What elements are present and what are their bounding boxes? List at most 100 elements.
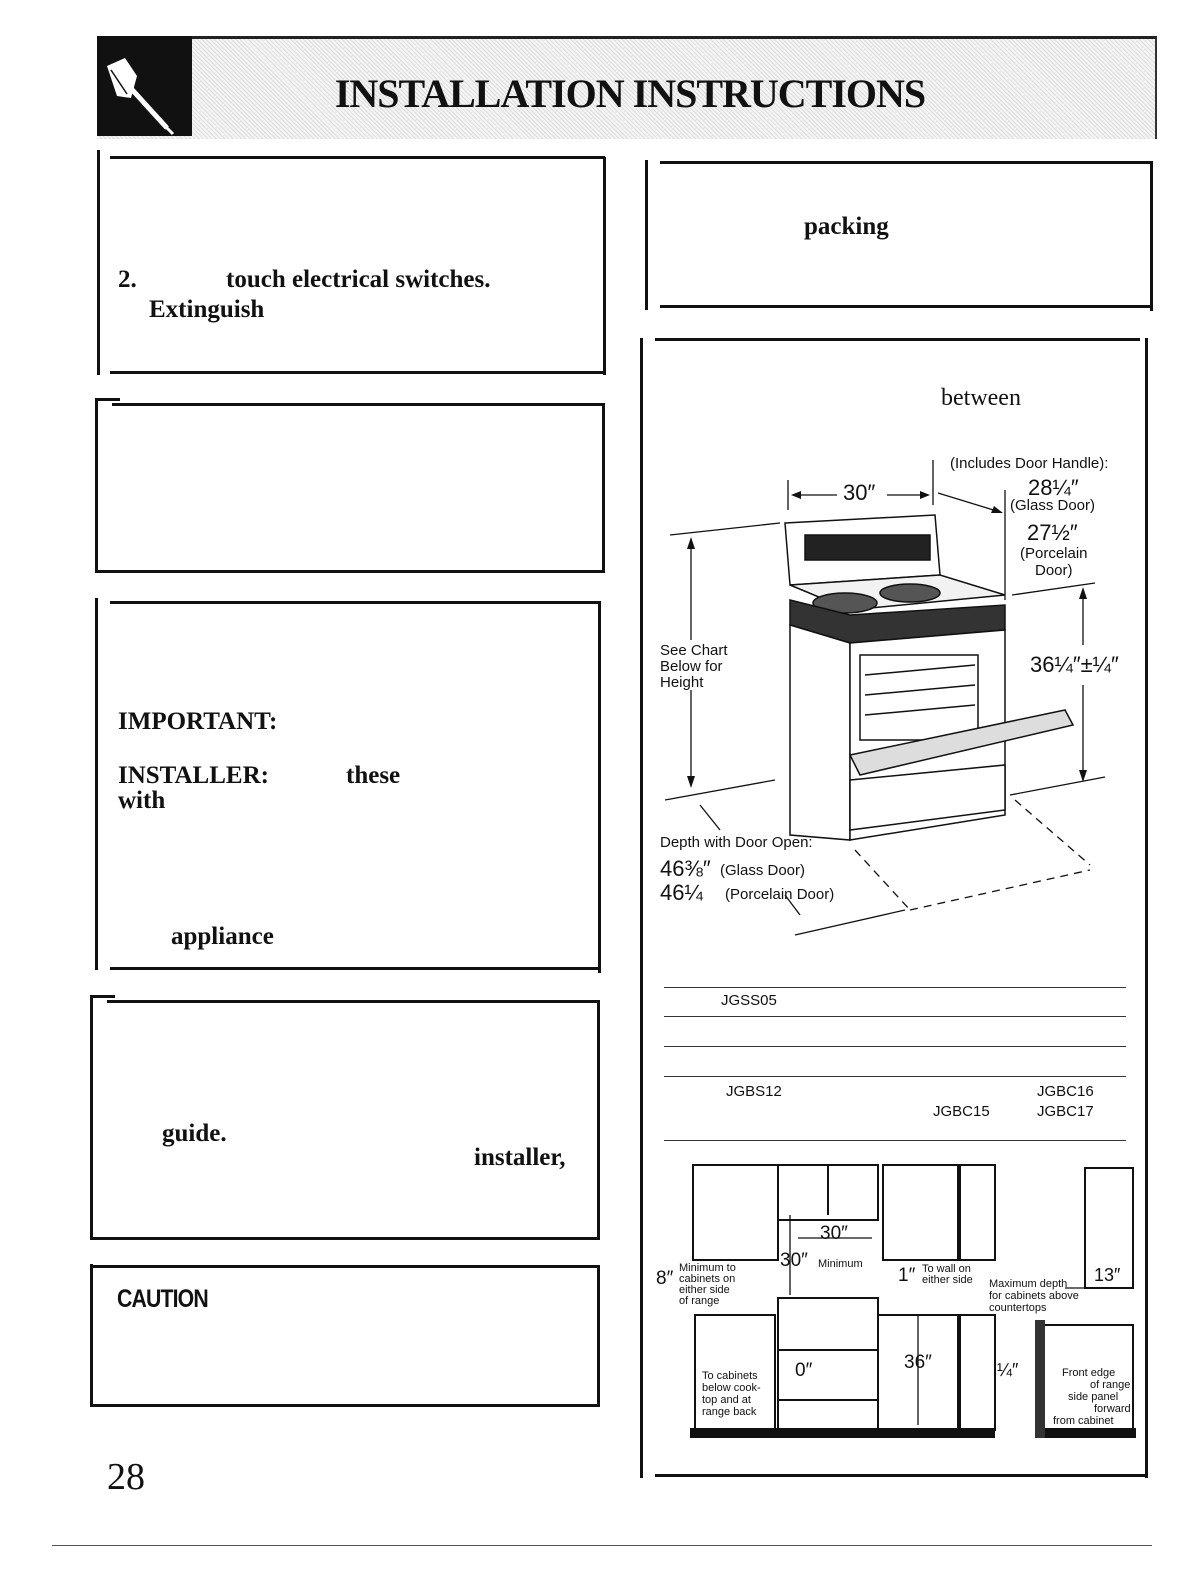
box3-top-border xyxy=(110,601,600,604)
wall-label-2: either side xyxy=(922,1274,973,1286)
cabinet-clearance-diagram xyxy=(690,1164,1136,1438)
chart-model-jgss05: JGSS05 xyxy=(721,992,777,1009)
header-banner xyxy=(97,36,1157,139)
zero-clearance-value: 0″ xyxy=(795,1360,813,1381)
quarter-inch-value: ¼″ xyxy=(997,1360,1019,1380)
rbox1-left-border xyxy=(645,160,648,310)
chart-rule-4 xyxy=(664,1076,1126,1077)
caution-box-right-border xyxy=(597,1265,600,1407)
porcelain-label-1: (Porcelain xyxy=(1020,545,1088,562)
glass-door-label: (Glass Door) xyxy=(1010,497,1096,514)
chart-rule-2 xyxy=(664,1016,1126,1017)
box4-right-border xyxy=(597,1000,600,1240)
guide-word: guide. xyxy=(162,1120,227,1147)
porcelain-label-2: Door) xyxy=(1035,562,1073,579)
wall-gap-value: 1″ xyxy=(898,1265,916,1286)
these-word: these xyxy=(346,762,401,789)
box3-bottom-border xyxy=(110,967,600,970)
clearance-min-height: 30″ xyxy=(780,1250,808,1271)
chart-rule-3 xyxy=(664,1046,1126,1047)
side-panel xyxy=(1035,1320,1045,1438)
box3-right-border xyxy=(598,601,601,973)
max-depth-label-1: Maximum depth xyxy=(989,1278,1068,1290)
floor-base xyxy=(690,1428,995,1438)
box4-left-border xyxy=(90,995,93,1240)
box3-left-border xyxy=(95,598,98,970)
range-height-value: 36¼″±¼″ xyxy=(1030,652,1119,677)
depth-porcelain-value: 27½″ xyxy=(1027,520,1078,545)
rbox2-left-border xyxy=(640,338,643,1478)
rbox1-bottom-border xyxy=(660,305,1150,308)
front-edge-label-5: from cabinet xyxy=(1053,1415,1114,1427)
caution-box-top-border xyxy=(90,1265,600,1268)
box1-step-number: 2. xyxy=(118,266,137,293)
between-word: between xyxy=(941,385,1021,411)
installer-label: INSTALLER: xyxy=(118,762,269,789)
see-chart-3: Height xyxy=(660,674,704,691)
side-min-label-1: Minimum to xyxy=(679,1262,736,1274)
zero-label-3: top and at xyxy=(702,1394,751,1406)
side-min-label-3: either side xyxy=(679,1284,730,1296)
range-width-value: 30″ xyxy=(843,480,876,505)
see-chart-1: See Chart xyxy=(660,642,728,659)
appliance-word: appliance xyxy=(171,923,274,950)
hand-screwdriver-icon xyxy=(97,36,192,136)
chart-model-jgbc16: JGBC16 xyxy=(1037,1083,1094,1100)
zero-label-2: below cook- xyxy=(702,1382,761,1394)
arrowheads xyxy=(687,491,1087,788)
important-label: IMPORTANT: xyxy=(118,708,278,735)
box4-top-corner xyxy=(90,995,115,998)
caution-heading: CAUTION xyxy=(117,1285,209,1313)
box4-bottom-border xyxy=(90,1237,600,1240)
rbox2-top-border xyxy=(655,338,1140,341)
rbox2-bottom-border xyxy=(655,1474,1145,1477)
depth-open-label: Depth with Door Open: xyxy=(660,834,813,851)
chart-model-jgbc15: JGBC15 xyxy=(933,1103,990,1120)
packing-word: packing xyxy=(804,213,889,240)
box1-right-border xyxy=(603,157,606,375)
max-depth-value: 13″ xyxy=(1094,1265,1121,1285)
zero-label-4: range back xyxy=(702,1406,757,1418)
includes-handle-label: (Includes Door Handle): xyxy=(950,455,1109,472)
caution-box-bottom-border xyxy=(90,1404,600,1407)
front-edge-label-2: of range xyxy=(1090,1379,1131,1391)
box2-left-border xyxy=(95,398,98,573)
open-porcelain-value: 46¼ xyxy=(660,880,703,905)
page-title: INSTALLATION INSTRUCTIONS xyxy=(334,71,926,116)
box1-left-border xyxy=(97,150,100,375)
box1-line1: touch electrical switches. xyxy=(226,266,491,293)
chart-rule-5 xyxy=(664,1140,1126,1141)
box1-bottom-border xyxy=(110,371,605,374)
side-min-value: 8″ xyxy=(656,1268,674,1289)
caution-box-left-border xyxy=(90,1264,93,1407)
box1-line2: Extinguish xyxy=(149,296,265,323)
rbox2-right-border xyxy=(1145,338,1148,1478)
minimum-label: Minimum xyxy=(818,1258,863,1270)
side-min-label-4: of range xyxy=(679,1295,720,1307)
max-depth-label-3: countertops xyxy=(989,1302,1047,1314)
front-edge-label-1: Front edge xyxy=(1062,1367,1116,1379)
page-number: 28 xyxy=(107,1456,145,1498)
front-edge-label-3: side panel xyxy=(1068,1391,1119,1403)
installer-word: installer, xyxy=(474,1144,566,1171)
rbox1-right-border xyxy=(1150,161,1153,311)
chart-model-jgbc17: JGBC17 xyxy=(1037,1103,1094,1120)
box2-top-border xyxy=(112,403,603,406)
counter-height-value: 36″ xyxy=(904,1352,932,1373)
with-word: with xyxy=(118,787,166,814)
chart-model-jgbs12: JGBS12 xyxy=(726,1083,782,1100)
range-dimensions-diagram xyxy=(664,460,1106,936)
clearance-width-value: 30″ xyxy=(820,1223,848,1244)
depth-glass-value: 28¼″ xyxy=(1028,475,1079,500)
open-glass-label: (Glass Door) xyxy=(720,862,806,879)
box2-top-corner xyxy=(95,398,120,401)
chart-rule-1 xyxy=(664,987,1126,988)
box2-right-border xyxy=(602,403,605,573)
zero-label-1: To cabinets xyxy=(702,1370,758,1382)
rbox1-top-border xyxy=(660,161,1150,164)
see-chart-2: Below for xyxy=(660,658,723,675)
max-depth-label-2: for cabinets above xyxy=(989,1290,1079,1302)
open-glass-value: 46⅜″ xyxy=(660,856,711,881)
box2-bottom-border xyxy=(95,570,605,573)
side-floor-base xyxy=(1038,1428,1136,1438)
